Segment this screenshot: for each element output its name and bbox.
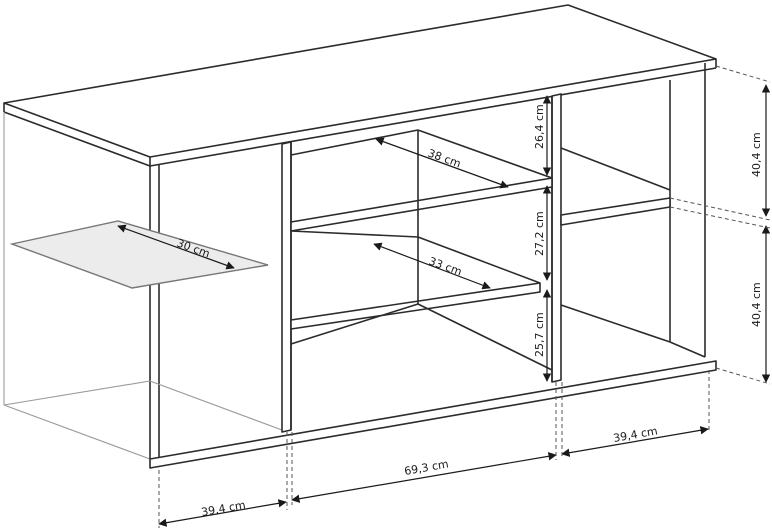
lower-shelf: [290, 282, 541, 330]
middle-compartment-height-label: 27,2 cm: [533, 211, 546, 256]
dimension-lines: [117, 84, 771, 527]
upper-shelf: [290, 177, 553, 232]
left-section-width-label: 39,4 cm: [200, 498, 246, 519]
top-panel: [3, 4, 717, 158]
upper-compartment-height-label: 26,4 cm: [533, 104, 546, 149]
upper-shelf-depth-label: 38 cm: [426, 147, 463, 171]
bottom-panel: [149, 360, 717, 469]
extension-lines: [158, 65, 771, 528]
right-shelf: [560, 197, 671, 226]
left-divider: [281, 141, 292, 433]
right-upper-height-label: 40,4 cm: [750, 132, 763, 177]
right-divider: [551, 93, 562, 383]
cabinet-outline: [3, 4, 717, 469]
right-lower-height-label: 40,4 cm: [750, 282, 763, 327]
lower-shelf-depth-label: 33 cm: [427, 255, 464, 279]
glass-shelf: [9, 220, 269, 289]
lower-compartment-height-label: 25,7 cm: [533, 312, 546, 357]
